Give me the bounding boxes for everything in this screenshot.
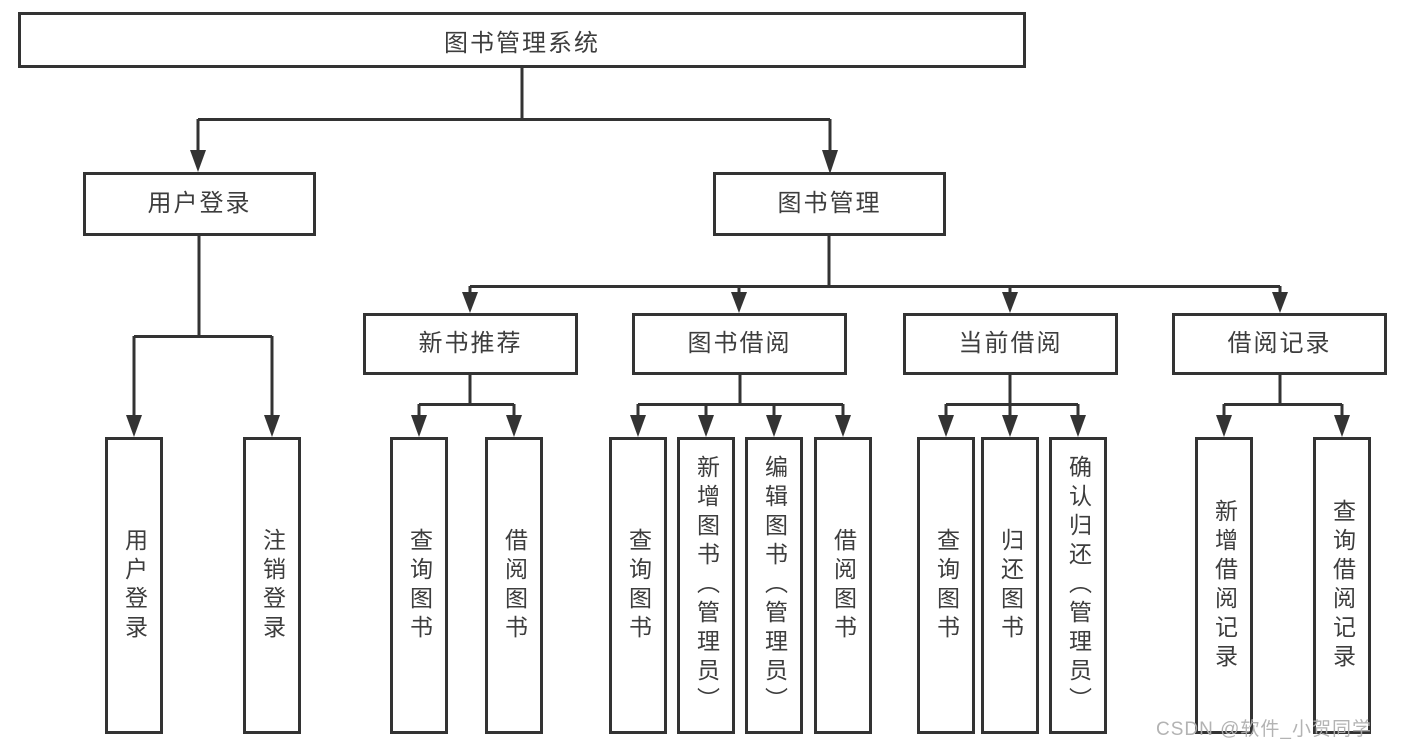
leaf-edit-books-admin: 编辑图书（管理员） <box>745 437 803 734</box>
leaf-add-books-admin: 新增图书（管理员） <box>677 437 735 734</box>
leaf-current-query-books: 查询图书 <box>917 437 975 734</box>
leaf-return-books: 归还图书 <box>981 437 1039 734</box>
node-user-login-branch: 用户登录 <box>83 172 316 236</box>
leaf-recommend-query-books: 查询图书 <box>390 437 448 734</box>
leaf-user-login: 用户登录 <box>105 437 163 734</box>
leaf-logout: 注销登录 <box>243 437 301 734</box>
arrowheads <box>126 150 1350 437</box>
leaf-add-borrow-record: 新增借阅记录 <box>1195 437 1253 734</box>
node-book-management-branch: 图书管理 <box>713 172 946 236</box>
node-book-borrowing: 图书借阅 <box>632 313 847 375</box>
leaf-borrow-query-books: 查询图书 <box>609 437 667 734</box>
leaf-borrow-books: 借阅图书 <box>814 437 872 734</box>
leaf-query-borrow-record: 查询借阅记录 <box>1313 437 1371 734</box>
csdn-watermark: CSDN @软件_小贺同学 <box>1156 719 1372 740</box>
leaf-confirm-return-admin: 确认归还（管理员） <box>1049 437 1107 734</box>
node-root-system: 图书管理系统 <box>18 12 1026 68</box>
node-borrowing-records: 借阅记录 <box>1172 313 1387 375</box>
leaf-recommend-borrow-books: 借阅图书 <box>485 437 543 734</box>
node-new-book-recommendation: 新书推荐 <box>363 313 578 375</box>
node-current-borrowing: 当前借阅 <box>903 313 1118 375</box>
